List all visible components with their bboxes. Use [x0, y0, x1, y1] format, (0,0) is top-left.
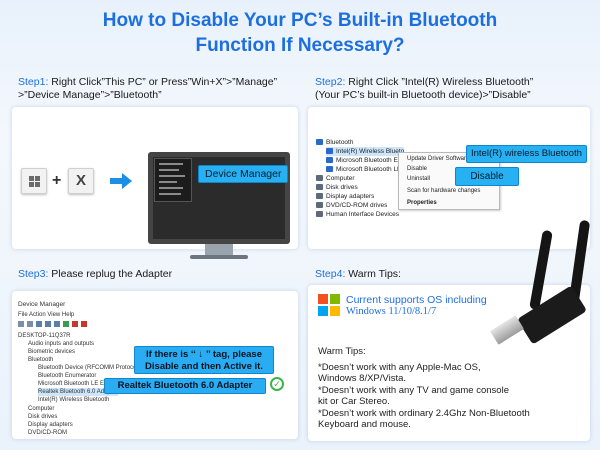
menu-item-disable[interactable]: Disable	[407, 166, 428, 172]
computer-icon	[316, 175, 323, 181]
title-line-1: How to Disable Your PC’s Built-in Blueto…	[102, 10, 498, 31]
tip-line: *Doesn’t work with any Apple-Mac OS,	[318, 361, 481, 373]
tree-item-dvd[interactable]: DVD/CD-ROM	[28, 430, 67, 436]
tip-line: *Doesn’t work with any TV and game conso…	[318, 384, 509, 396]
tree-item-ms-bt-le[interactable]: Microsoft Bluetooth LE	[326, 165, 401, 174]
bluetooth-icon	[316, 139, 323, 145]
tree-item-computer[interactable]: Computer	[316, 174, 355, 183]
forward-icon[interactable]	[27, 321, 33, 327]
tag-warning-line2: Disable and then Active it.	[145, 361, 263, 372]
arrow-right-icon	[110, 173, 132, 189]
dvd-icon	[316, 202, 323, 208]
uninstall-icon[interactable]	[72, 321, 78, 327]
tree-item-disk[interactable]: Disk drives	[28, 414, 58, 420]
disable-icon[interactable]	[81, 321, 87, 327]
winx-menu-illustration	[154, 158, 192, 202]
tip-line: Windows 8/XP/Vista.	[318, 373, 407, 384]
step2-label: Step2:	[315, 76, 346, 88]
scan-icon[interactable]	[54, 321, 60, 327]
step3-label: Step3:	[18, 268, 49, 280]
back-icon[interactable]	[18, 321, 24, 327]
help-icon[interactable]	[45, 321, 51, 327]
menu-item-properties[interactable]: Properties	[407, 200, 437, 206]
title-line-2: Function If Necessary?	[195, 35, 405, 56]
menu-line	[159, 193, 181, 195]
tree-item-intel[interactable]: Intel(R) Wireless Bluetooth	[38, 397, 110, 403]
os-line-2: Windows 11/10/8.1/7	[346, 306, 437, 317]
monitor-stand	[205, 244, 233, 256]
tip-line: Keyboard and mouse.	[318, 419, 411, 430]
menu-item-scan[interactable]: Scan for hardware changes	[407, 188, 481, 194]
menu-line	[159, 175, 185, 177]
step2-heading: Step2: Right Click ”Intel(R) Wireless Bl…	[315, 76, 595, 102]
tree-item-dvd[interactable]: DVD/CD-ROM drives	[316, 201, 387, 210]
step1-text-line2: >”Device Manage”>”Bluetooth”	[18, 89, 162, 101]
windows-icon	[29, 176, 40, 187]
tree-item-intel-bluetooth[interactable]: Intel(R) Wireless Blueto	[326, 147, 405, 156]
windows-logo-icon	[318, 294, 340, 316]
tree-item-computer[interactable]: Computer	[28, 406, 55, 412]
tree-item-hid[interactable]: Human Interface Devices	[316, 210, 399, 219]
tree-item-realtek[interactable]: Realtek Bluetooth 6.0 Adapter	[38, 388, 118, 396]
step4-heading: Step4: Warm Tips:	[315, 268, 595, 281]
menu-item-uninstall[interactable]: Uninstall	[407, 176, 431, 182]
bluetooth-icon	[326, 148, 333, 154]
menu-bar[interactable]: File Action View Help	[18, 312, 75, 318]
tree-item-bt-enum[interactable]: Bluetooth Enumerator	[38, 373, 97, 379]
properties-icon[interactable]	[36, 321, 42, 327]
device-manager-callout: Device Manager	[198, 165, 289, 183]
realtek-adapter-callout: Realtek Bluetooth 6.0 Adapter	[104, 378, 266, 394]
tree-item-display[interactable]: Display adapters	[28, 422, 73, 428]
step2-text-line2: (Your PC’s built-in Bluetooth device)>”D…	[315, 89, 531, 101]
intel-bluetooth-callout: Intel(R) wireless Bluetooth	[466, 145, 587, 163]
monitor-base	[190, 255, 248, 259]
tip-line: kit or Car Stereo.	[318, 396, 390, 407]
tree-item-rfcomm[interactable]: Bluetooth Device (RFCOMM Protocol TDI)	[38, 365, 151, 371]
x-key: X	[68, 168, 94, 194]
tree-root[interactable]: DESKTOP-11Q37R	[18, 333, 71, 339]
context-menu: Update Driver Software... Disable Uninst…	[398, 152, 500, 210]
step1-label: Step1:	[18, 76, 49, 88]
os-support-text: Current supports OS including Windows 11…	[346, 294, 487, 318]
tree-item-display[interactable]: Display adapters	[316, 192, 374, 201]
disk-icon	[316, 184, 323, 190]
step3-text: Please replug the Adapter	[48, 268, 173, 280]
step1-heading: Step1: Right Click”This PC” or Press”Win…	[18, 76, 298, 102]
tree-item-bluetooth[interactable]: Bluetooth	[28, 357, 54, 363]
step2-text-line1: Right Click ”Intel(R) Wireless Bluetooth…	[345, 76, 534, 88]
step4-text: Warm Tips:	[345, 268, 401, 280]
disable-callout: Disable	[455, 167, 519, 186]
tip-line: *Doesn’t work with ordinary 2.4Ghz Non-B…	[318, 407, 530, 419]
menu-line	[159, 169, 179, 171]
tree-item-bluetooth[interactable]: Bluetooth	[316, 138, 353, 147]
menu-line	[159, 181, 177, 183]
plus-sign: +	[52, 172, 62, 189]
tag-warning-callout: If there is ‘‘ ↓ ’’ tag, please Disable …	[134, 346, 274, 374]
tree-item-biometric[interactable]: Biometric devices	[28, 349, 76, 355]
os-line-1: Current supports OS including	[346, 294, 487, 306]
tree-item-disk[interactable]: Disk drives	[316, 183, 358, 192]
step4-label: Step4:	[315, 268, 346, 280]
menu-line	[159, 187, 183, 189]
bluetooth-icon	[326, 157, 333, 163]
tree-item-ms-le-enum[interactable]: Microsoft Bluetooth LE Enumerator	[38, 381, 132, 387]
menu-item-update-driver[interactable]: Update Driver Software...	[407, 156, 475, 162]
page-title: How to Disable Your PC’s Built-in Blueto…	[0, 8, 600, 58]
tree-item-audio[interactable]: Audio inputs and outputs	[28, 341, 95, 347]
checkmark-icon: ✓	[270, 377, 284, 391]
step3-heading: Step3: Please replug the Adapter	[18, 268, 298, 281]
windows-key	[21, 168, 47, 194]
toolbar	[18, 321, 108, 328]
step1-text-line1: Right Click”This PC” or Press”Win+X”>”Ma…	[48, 76, 278, 88]
bluetooth-icon	[326, 166, 333, 172]
tips-heading: Warm Tips:	[318, 346, 366, 357]
hid-icon	[316, 211, 323, 217]
update-icon[interactable]	[63, 321, 69, 327]
window-title: Device Manager	[18, 301, 66, 308]
warm-tips: Warm Tips: *Doesn’t work with any Apple-…	[318, 346, 593, 431]
display-icon	[316, 193, 323, 199]
tree-item-ms-bt-enum[interactable]: Microsoft Bluetooth Er	[326, 156, 400, 165]
menu-line	[159, 163, 183, 165]
tag-warning-line1: If there is ‘‘ ↓ ’’ tag, please	[146, 349, 262, 360]
